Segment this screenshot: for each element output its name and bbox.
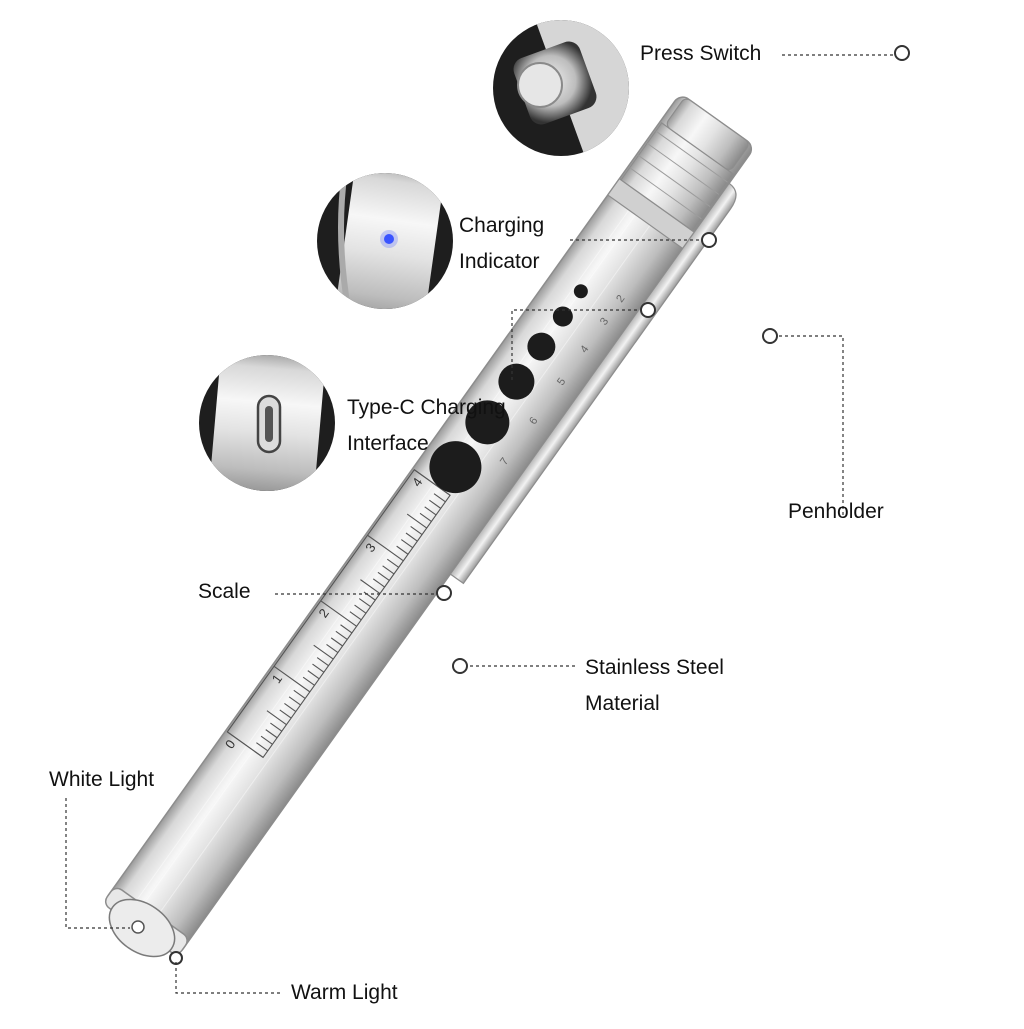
pen-clip [449, 182, 737, 585]
label-penholder: Penholder [788, 500, 884, 523]
zoom-charging-indicator [317, 173, 453, 309]
white-light-led [131, 920, 145, 934]
gauge-number: 2 [614, 293, 627, 305]
gauge-number: 4 [578, 343, 591, 355]
label-stainless-line2: Material [585, 692, 660, 715]
press-switch-button [666, 98, 749, 170]
gauge-number: 5 [555, 376, 568, 388]
callout-dots [436, 45, 910, 674]
zoom-press-switch [493, 20, 629, 156]
ruler-scale [226, 468, 451, 759]
gauge-number: 7 [498, 456, 511, 468]
zoom-type-c-port [199, 355, 335, 491]
label-stainless-line1: Stainless Steel [585, 656, 724, 679]
label-white-light: White Light [49, 768, 155, 791]
label-warm-light: Warm Light [291, 981, 398, 1004]
label-charging-indicator-line1: Charging [459, 214, 545, 237]
label-type-c-line2: Interface [347, 432, 429, 455]
label-type-c-line1: Type-C Charging [347, 396, 506, 419]
gauge-number: 6 [527, 415, 540, 427]
charging-indicator-led [384, 234, 394, 244]
label-press-switch: Press Switch [640, 42, 762, 65]
gauge-number: 3 [598, 316, 611, 328]
pupil-gauge [429, 284, 588, 494]
label-scale: Scale [198, 580, 251, 603]
leader-lines [65, 54, 895, 994]
label-charging-indicator-line2: Indicator [459, 250, 540, 273]
led-face [108, 898, 183, 965]
